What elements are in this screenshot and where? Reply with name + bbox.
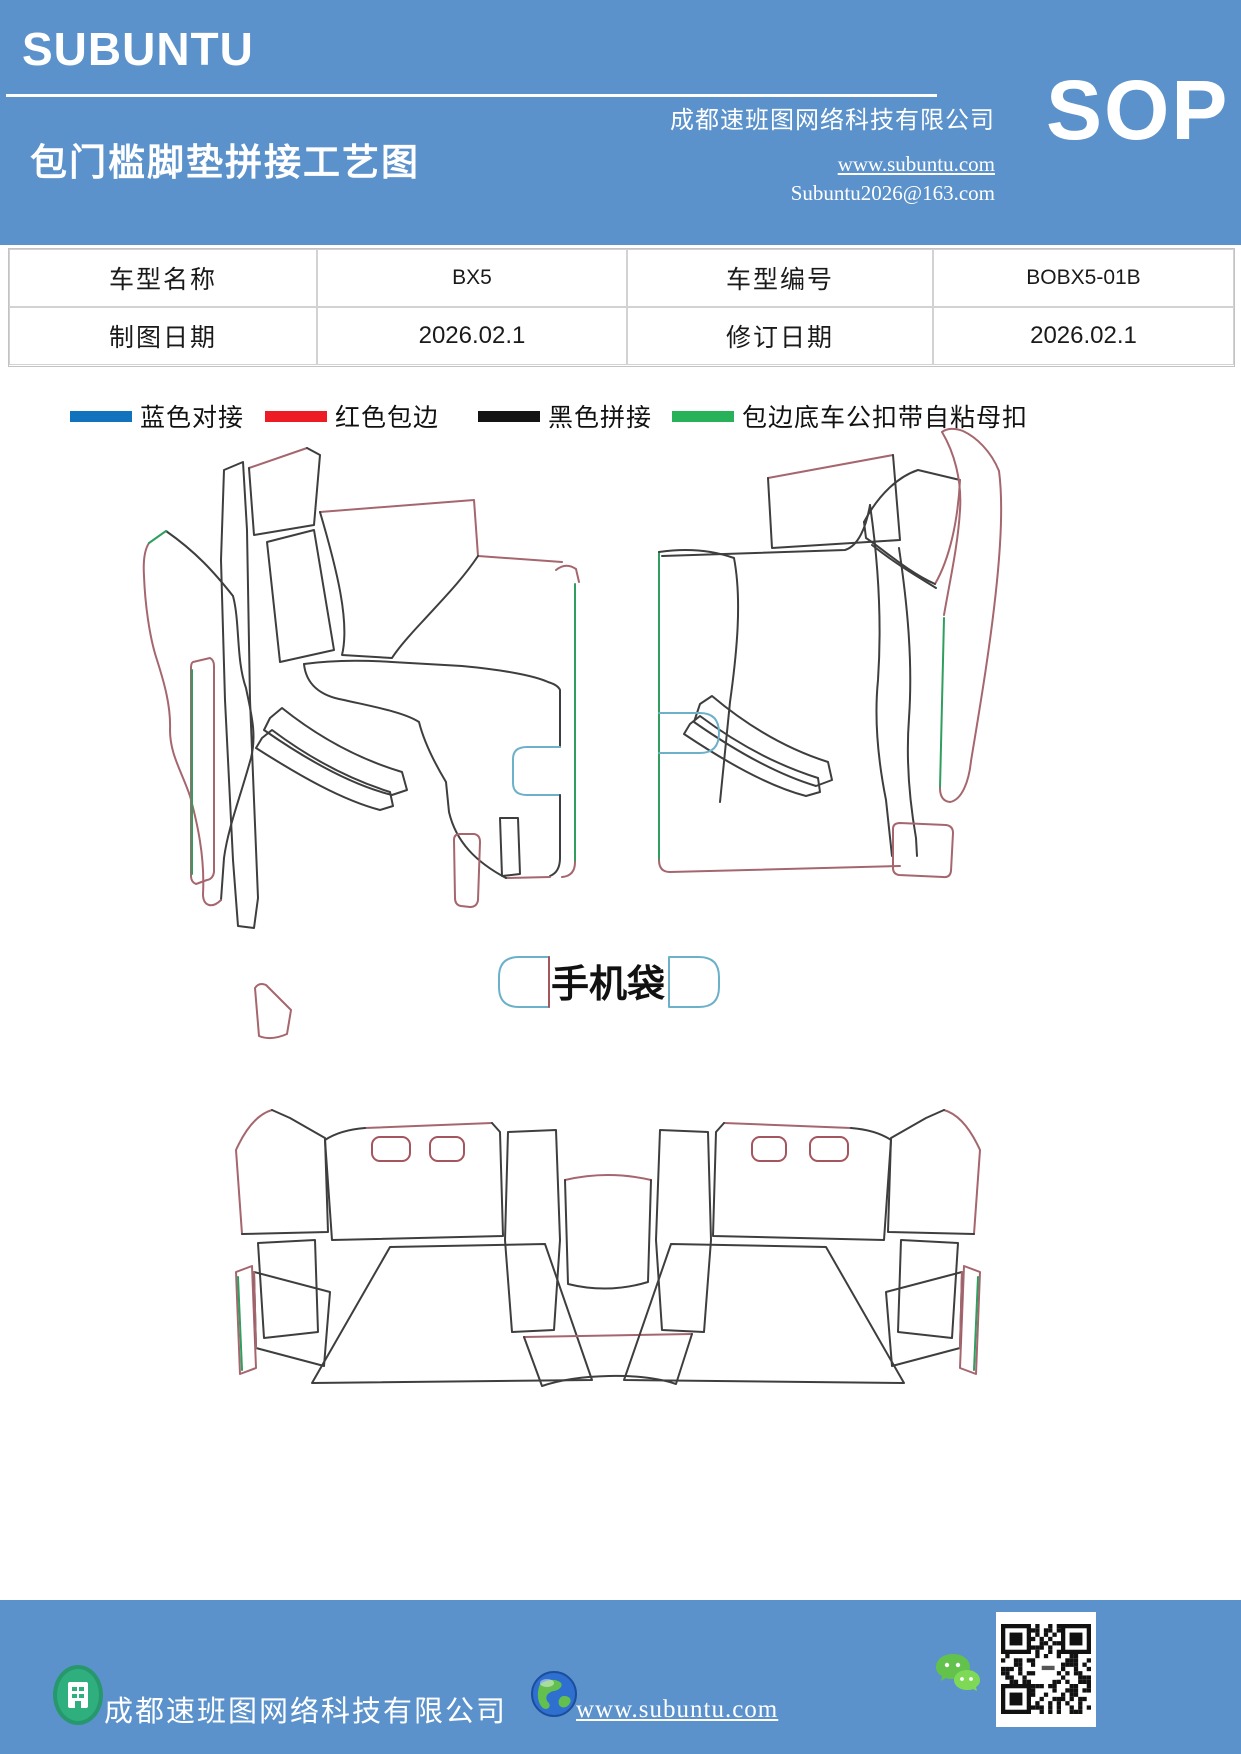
legend-item-blue-joint: 蓝色对接 — [70, 398, 244, 434]
footer-band: 成都速班图网络科技有限公司 www.subuntu.com — [0, 1600, 1241, 1754]
revision-date-value: 2026.02.1 — [933, 307, 1234, 365]
red-line-swatch — [265, 410, 327, 422]
wechat-icon — [936, 1654, 980, 1691]
model-code-label: 车型编号 — [627, 249, 933, 307]
draw-date-value: 2026.02.1 — [317, 307, 627, 365]
blue-line-swatch — [70, 410, 132, 422]
website-link[interactable]: www.subuntu.com — [837, 152, 995, 176]
model-code-value: BOBX5-01B — [933, 249, 1234, 307]
model-name-label: 车型名称 — [9, 249, 317, 307]
email-address: Subuntu2026@163.com — [790, 181, 995, 205]
phone-bag-right-shape — [668, 956, 720, 1008]
front-right-mat-drawing — [658, 427, 1003, 879]
globe-icon — [531, 1671, 577, 1717]
legend-item-red-edging: 红色包边 — [265, 398, 439, 434]
legend-item-green-snap-edge: 包边底车公扣带自粘母扣 — [672, 398, 1028, 434]
vehicle-info-table: 车型名称 BX5 车型编号 BOBX5-01B 制图日期 2026.02.1 修… — [8, 248, 1235, 367]
phone-bag-left-shape — [498, 956, 550, 1008]
legend-item-black-stitch: 黑色拼接 — [478, 398, 652, 434]
model-name-value: BX5 — [317, 249, 627, 307]
color-legend: 蓝色对接 红色包边 黑色拼接 包边底车公扣带自粘母扣 — [0, 398, 1241, 434]
black-line-swatch — [478, 410, 540, 422]
page-title: 包门槛脚垫拼接工艺图 — [30, 142, 420, 183]
brand-logo: SUBUNTU — [22, 23, 254, 75]
phone-bag-label: 手机袋 — [551, 964, 665, 1006]
front-left-mat-drawing — [142, 447, 580, 1040]
phone-bag-shapes: 手机袋 — [498, 956, 720, 1008]
qr-code — [996, 1612, 1096, 1727]
footer-company-name: 成都速班图网络科技有限公司 — [104, 1696, 508, 1728]
draw-date-label: 制图日期 — [9, 307, 317, 365]
header-band: SUBUNTU 包门槛脚垫拼接工艺图 成都速班图网络科技有限公司 www.sub… — [0, 0, 1241, 245]
company-name: 成都速班图网络科技有限公司 — [670, 108, 995, 134]
green-line-swatch — [672, 410, 734, 422]
footer-website-link[interactable]: www.subuntu.com — [576, 1696, 779, 1723]
sop-label: SOP — [1046, 63, 1230, 157]
revision-date-label: 修订日期 — [627, 307, 933, 365]
header-divider — [6, 94, 937, 97]
building-icon — [53, 1665, 103, 1725]
rear-mats-drawing — [235, 1109, 981, 1387]
